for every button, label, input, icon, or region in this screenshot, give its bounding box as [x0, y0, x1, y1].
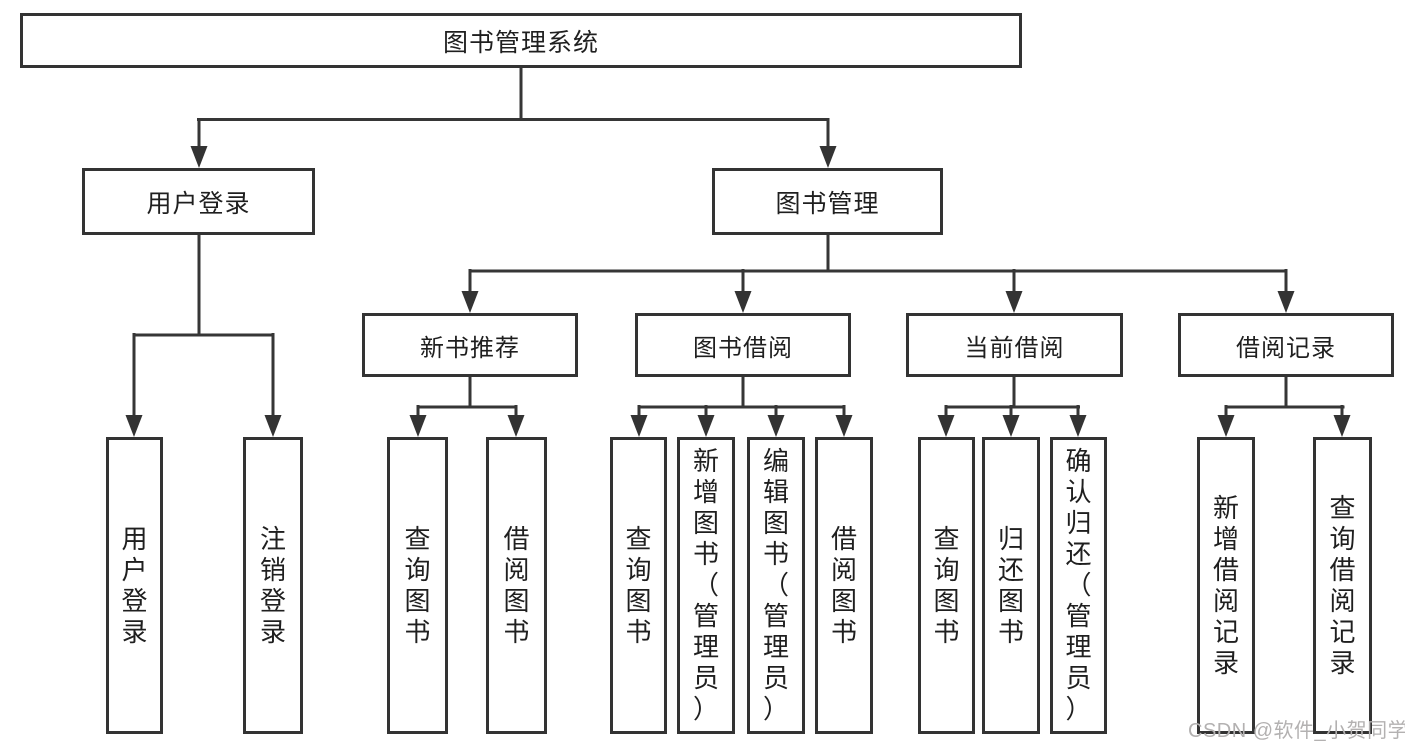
csdn-watermark: CSDN @软件_小贺同学: [1188, 720, 1405, 742]
node-book-borrow: 图书借阅: [635, 313, 851, 377]
node-new-book-recommend: 新书推荐: [362, 313, 578, 377]
node-leaf-query-borrow-record: 查询借阅记录: [1313, 437, 1372, 734]
node-leaf-query-books-current: 查询图书: [918, 437, 975, 734]
node-user-login: 用户登录: [82, 168, 315, 235]
node-leaf-add-borrow-record: 新增借阅记录: [1197, 437, 1255, 734]
node-leaf-return-books: 归还图书: [982, 437, 1040, 734]
node-leaf-borrow-books: 借阅图书: [815, 437, 873, 734]
node-leaf-add-books-admin: 新增图书（管理员）: [677, 437, 735, 734]
node-current-borrow: 当前借阅: [906, 313, 1123, 377]
node-leaf-user-login: 用户登录: [106, 437, 163, 734]
node-leaf-borrow-books-recommend: 借阅图书: [486, 437, 547, 734]
node-book-management: 图书管理: [712, 168, 943, 235]
node-leaf-query-books-recommend: 查询图书: [387, 437, 448, 734]
node-borrow-records: 借阅记录: [1178, 313, 1394, 377]
node-library-management-system: 图书管理系统: [20, 13, 1022, 68]
node-leaf-confirm-return-admin: 确认归还（管理员）: [1050, 437, 1107, 734]
node-leaf-edit-books-admin: 编辑图书（管理员）: [747, 437, 805, 734]
node-leaf-query-books-borrow: 查询图书: [610, 437, 667, 734]
node-leaf-logout: 注销登录: [243, 437, 303, 734]
